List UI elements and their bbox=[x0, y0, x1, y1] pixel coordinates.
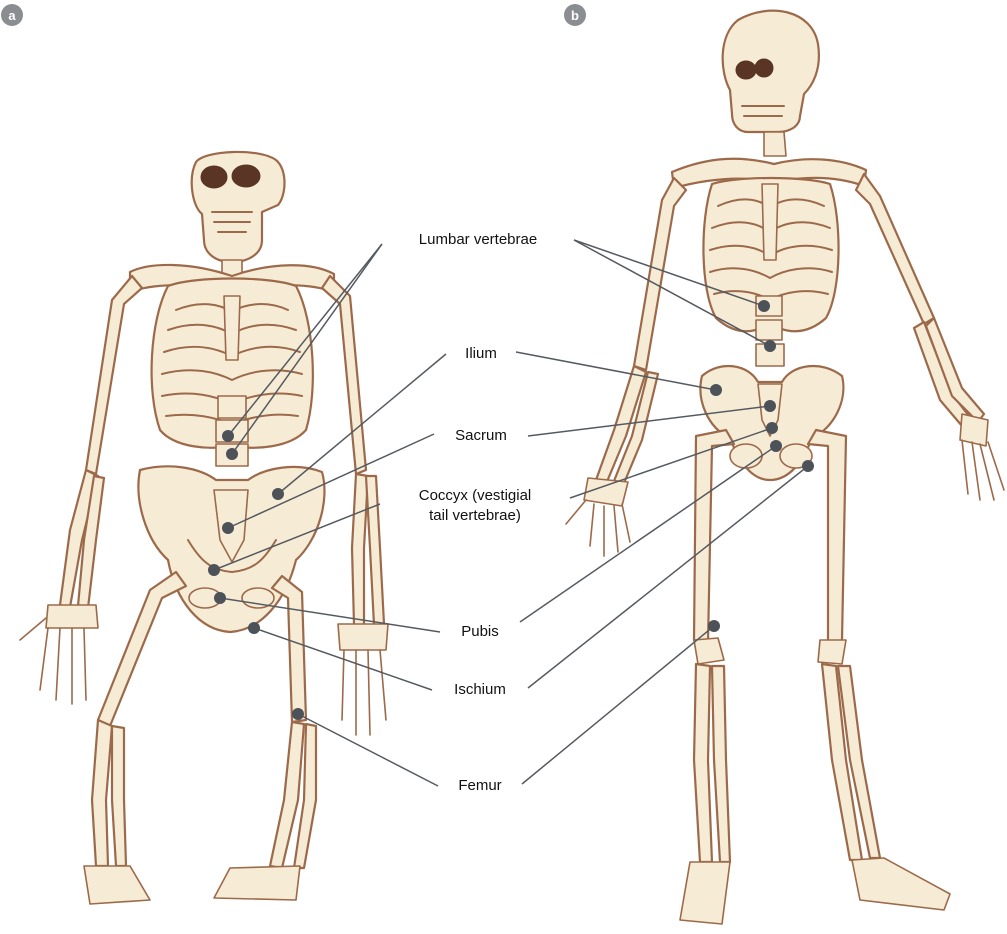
human-ilium-dot bbox=[710, 384, 722, 396]
label-ischium: Ischium bbox=[454, 681, 506, 698]
label-pubis: Pubis bbox=[461, 623, 499, 640]
human-pubis-dot bbox=[770, 440, 782, 452]
human-right-eye-socket bbox=[755, 59, 773, 77]
human-skeleton-illustration bbox=[566, 11, 1004, 924]
label-lumbar-vertebrae: Lumbar vertebrae bbox=[419, 231, 537, 248]
human-coccyx-dot bbox=[766, 422, 778, 434]
ape-femur-dot bbox=[292, 708, 304, 720]
label-coccyx-line-2: tail vertebrae) bbox=[429, 507, 521, 524]
human-lumbar-dot-2 bbox=[764, 340, 776, 352]
human-ischium-dot bbox=[802, 460, 814, 472]
human-lumbar-dot-1 bbox=[758, 300, 770, 312]
labels: Lumbar vertebrae Ilium Sacrum Coccyx (ve… bbox=[419, 231, 537, 794]
ape-pubis-dot bbox=[214, 592, 226, 604]
panel-b-badge-letter: b bbox=[571, 8, 579, 23]
human-femur-dot bbox=[708, 620, 720, 632]
label-coccyx-line-1: Coccyx (vestigial bbox=[419, 487, 532, 504]
ape-lumbar-dot-2 bbox=[226, 448, 238, 460]
label-sacrum: Sacrum bbox=[455, 427, 507, 444]
human-left-eye-socket bbox=[736, 61, 756, 79]
ape-coccyx-dot bbox=[208, 564, 220, 576]
label-ilium: Ilium bbox=[465, 345, 497, 362]
ape-ilium-dot bbox=[272, 488, 284, 500]
panel-b-badge: b bbox=[564, 4, 586, 26]
human-sacrum-dot bbox=[764, 400, 776, 412]
ape-lumbar-dot-1 bbox=[222, 430, 234, 442]
panel-a-badge-letter: a bbox=[8, 8, 16, 23]
ape-skeleton-illustration bbox=[20, 152, 388, 904]
label-femur: Femur bbox=[458, 777, 501, 794]
ape-ischium-dot bbox=[248, 622, 260, 634]
panel-a-badge: a bbox=[1, 4, 23, 26]
ape-right-eye-socket bbox=[232, 165, 260, 187]
ape-sacrum-dot bbox=[222, 522, 234, 534]
ape-left-eye-socket bbox=[201, 166, 227, 188]
